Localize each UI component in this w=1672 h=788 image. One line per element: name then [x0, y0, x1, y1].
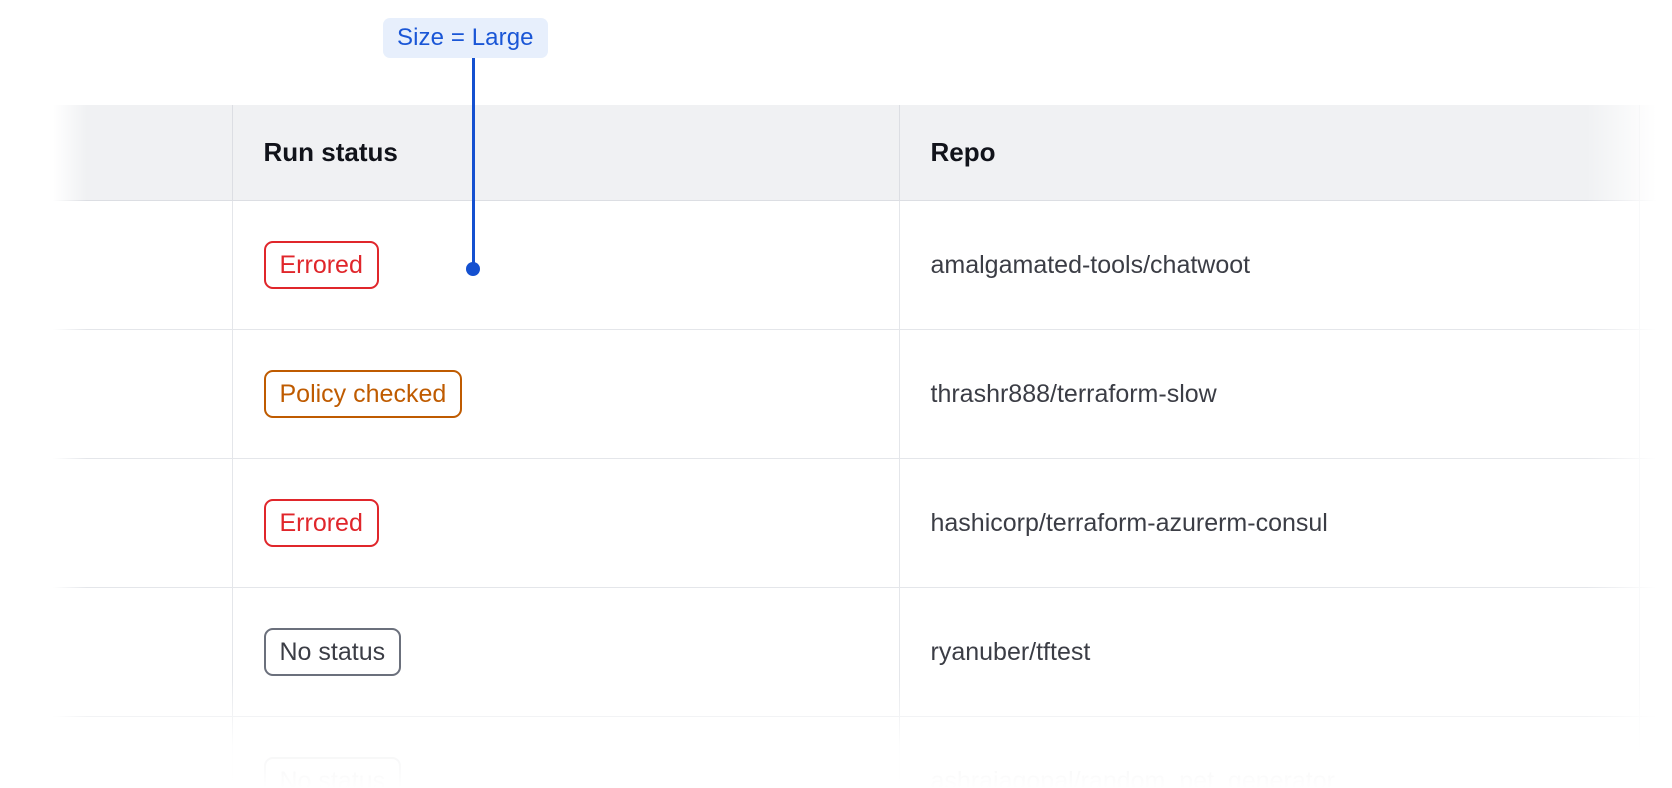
row-actions-cell[interactable]	[1639, 716, 1672, 788]
column-header-repo[interactable]: Repo	[899, 105, 1640, 201]
repo-cell[interactable]: ashrajagopal/random_pet_generator	[899, 716, 1640, 788]
row-select-cell[interactable]	[53, 329, 233, 459]
runs-table: Run status Repo Errored amalgamated-tool…	[53, 105, 1672, 788]
repo-cell[interactable]: amalgamated-tools/chatwoot	[899, 200, 1640, 330]
table-header: Run status Repo	[53, 105, 1672, 201]
annotation-connector-line	[472, 58, 475, 264]
run-status-cell: Policy checked	[232, 329, 900, 459]
run-status-cell: No status	[232, 716, 900, 788]
annotation-label-size-large: Size = Large	[383, 18, 548, 58]
status-badge[interactable]: Errored	[263, 499, 379, 547]
status-badge[interactable]: No status	[263, 757, 402, 788]
status-badge[interactable]: Errored	[263, 241, 379, 289]
row-actions-cell[interactable]	[1639, 329, 1672, 459]
run-status-cell: Errored	[232, 200, 900, 330]
row-actions-cell[interactable]	[1639, 200, 1672, 330]
row-actions-cell[interactable]	[1639, 587, 1672, 717]
column-header-run-status[interactable]: Run status	[232, 105, 900, 201]
status-badge[interactable]: No status	[263, 628, 402, 676]
row-select-cell[interactable]	[53, 716, 233, 788]
row-select-cell[interactable]	[53, 587, 233, 717]
table-body: Errored amalgamated-tools/chatwoot Polic…	[53, 200, 1672, 788]
runs-table-container: Run status Repo Errored amalgamated-tool…	[53, 105, 1672, 788]
repo-cell[interactable]: ryanuber/tftest	[899, 587, 1640, 717]
table-row[interactable]: Errored amalgamated-tools/chatwoot	[53, 200, 1672, 330]
table-row[interactable]: Policy checked thrashr888/terraform-slow	[53, 329, 1672, 459]
annotation-connector-dot	[466, 262, 480, 276]
table-row[interactable]: Errored hashicorp/terraform-azurerm-cons…	[53, 458, 1672, 588]
column-header-blank-left	[53, 105, 233, 201]
repo-cell[interactable]: hashicorp/terraform-azurerm-consul	[899, 458, 1640, 588]
row-select-cell[interactable]	[53, 458, 233, 588]
row-actions-cell[interactable]	[1639, 458, 1672, 588]
run-status-cell: No status	[232, 587, 900, 717]
column-header-blank-right	[1639, 105, 1672, 201]
table-row[interactable]: No status ryanuber/tftest	[53, 587, 1672, 717]
status-badge[interactable]: Policy checked	[263, 370, 463, 418]
table-row[interactable]: No status ashrajagopal/random_pet_genera…	[53, 716, 1672, 788]
repo-cell[interactable]: thrashr888/terraform-slow	[899, 329, 1640, 459]
row-select-cell[interactable]	[53, 200, 233, 330]
run-status-cell: Errored	[232, 458, 900, 588]
table-header-row: Run status Repo	[53, 105, 1672, 201]
